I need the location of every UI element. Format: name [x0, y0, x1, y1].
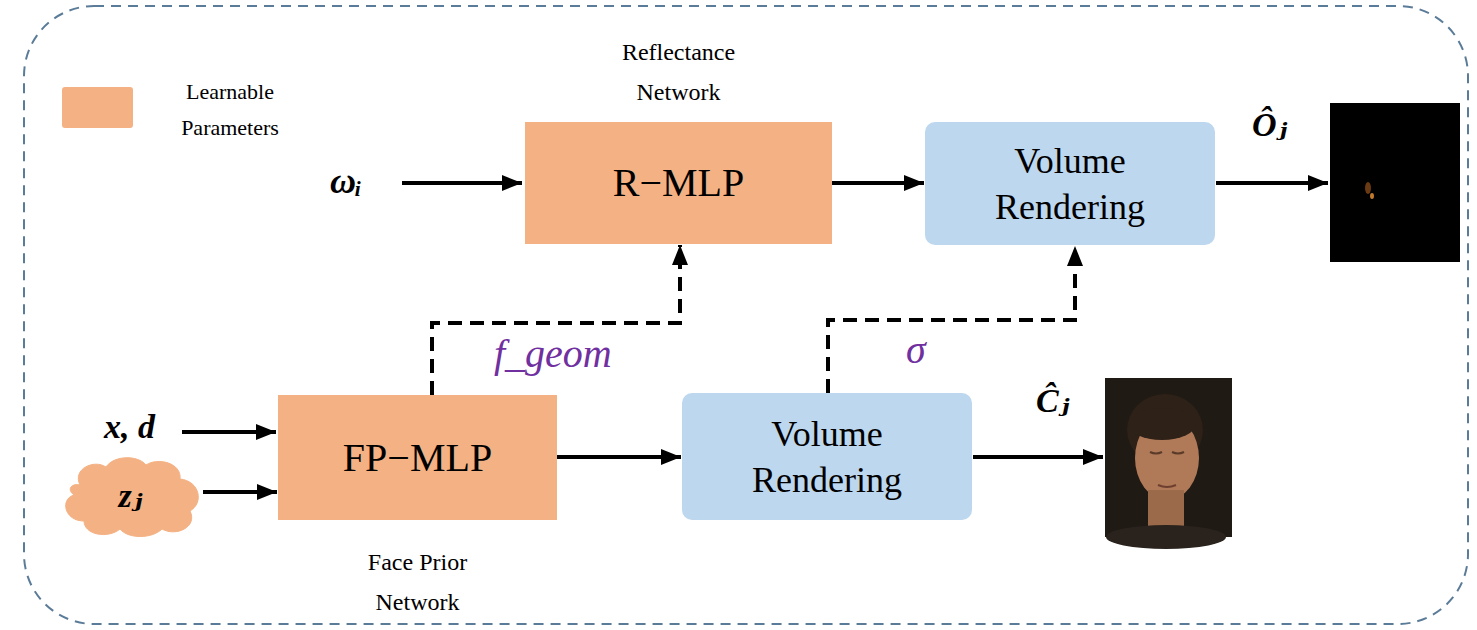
latent-cloud: zⱼ: [58, 455, 203, 537]
node-text: zⱼ: [119, 476, 143, 516]
mlp-box: FP−MLPFace Prior Network: [278, 395, 557, 520]
edge-label: σ: [902, 326, 930, 373]
arrow-connector: [557, 455, 681, 459]
node-heading: Reflectance Network: [604, 32, 754, 112]
legend-swatch: [62, 87, 133, 128]
render-box: Volume Rendering: [682, 393, 972, 520]
node-text: Volume Rendering: [722, 411, 932, 503]
dashed-connector: [828, 246, 1075, 393]
dashed-frame: [24, 6, 1468, 624]
input-arrow: [182, 430, 276, 434]
face-image: [1105, 378, 1232, 549]
mlp-box: Reflectance NetworkR−MLP: [525, 122, 832, 244]
arrow-connector: [832, 181, 924, 185]
legend-text: Learnable Parameters: [160, 74, 300, 146]
output-arrow: [973, 455, 1103, 459]
edge-label: f_geom: [490, 330, 616, 377]
io-symbol: ωᵢ: [330, 160, 362, 202]
node-text: FP−MLP: [343, 434, 492, 482]
render-box: Volume Rendering: [925, 122, 1215, 245]
node-text: Volume Rendering: [965, 138, 1175, 230]
node-heading: Face Prior Network: [343, 542, 493, 622]
io-symbol: x, d: [104, 408, 155, 446]
arrow-connector: [203, 490, 277, 494]
dashed-connector: [432, 245, 680, 395]
node-text: R−MLP: [613, 159, 744, 207]
input-arrow: [402, 181, 522, 185]
io-symbol: Ĉⱼ: [1036, 380, 1069, 420]
output-arrow: [1216, 181, 1328, 185]
dark-output-image: [1330, 103, 1460, 262]
io-symbol: Ôⱼ: [1252, 104, 1287, 144]
